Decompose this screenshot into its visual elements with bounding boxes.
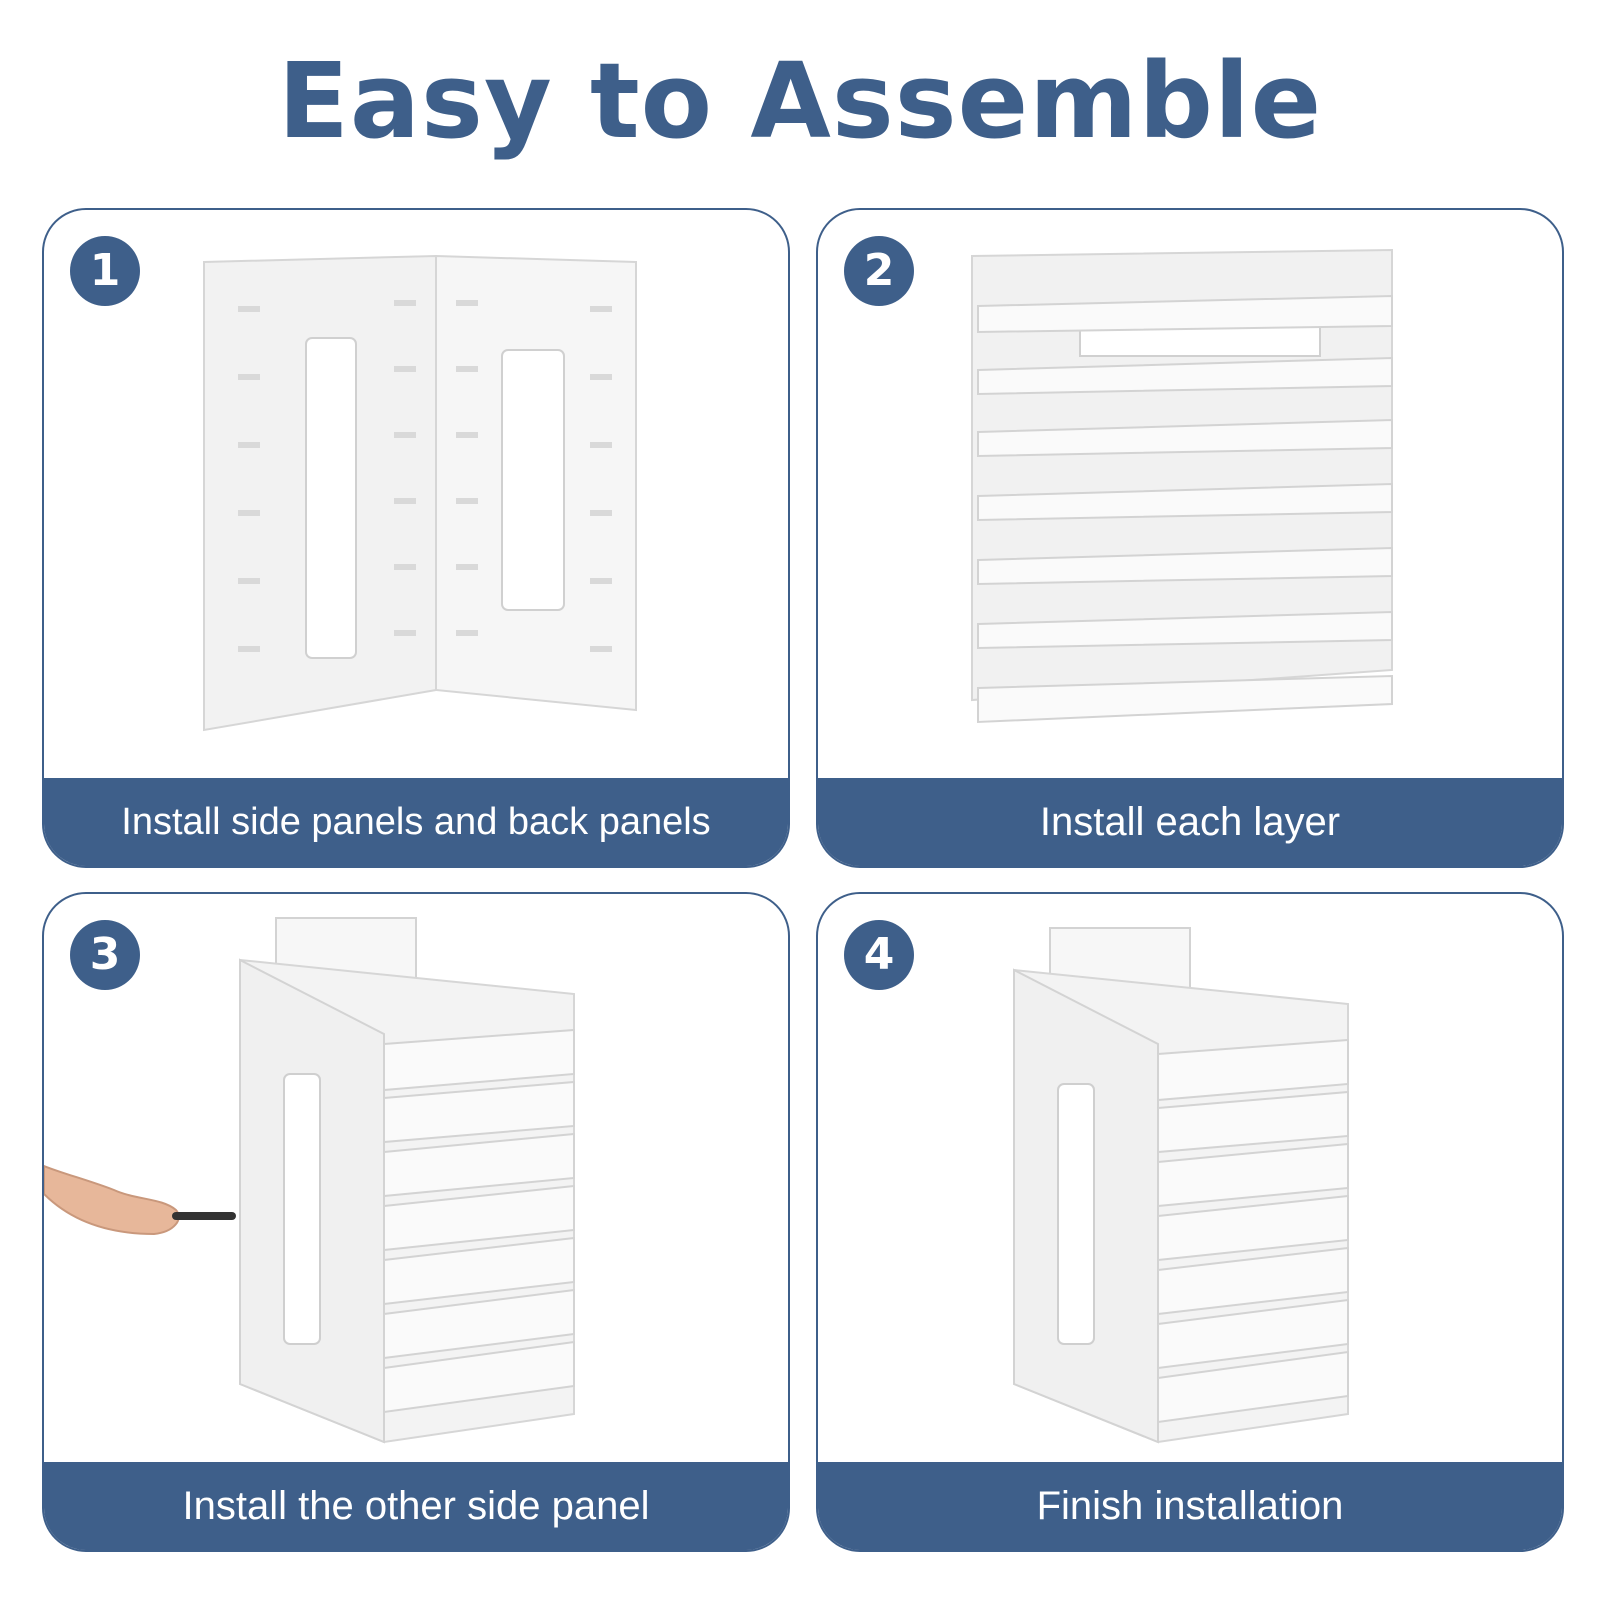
step-number-badge: 3 bbox=[70, 920, 140, 990]
finished-organizer-illustration bbox=[1013, 927, 1349, 1444]
step-caption: Install each layer bbox=[818, 778, 1562, 866]
step-number-badge: 2 bbox=[844, 236, 914, 306]
step-number-badge: 4 bbox=[844, 920, 914, 990]
flat-panels-illustration bbox=[203, 254, 637, 732]
page-title: Easy to Assemble bbox=[277, 40, 1323, 162]
step-card-4: 4 Finish installation bbox=[816, 892, 1564, 1552]
step-caption: Finish installation bbox=[818, 1462, 1562, 1550]
shelves-illustration bbox=[971, 248, 1393, 724]
step-number-badge: 1 bbox=[70, 236, 140, 306]
step-card-3: 3 Install the other side panel bbox=[42, 892, 790, 1552]
step-caption: Install side panels and back panels bbox=[44, 778, 788, 866]
step-card-2: 2 Install each layer bbox=[816, 208, 1564, 868]
step-card-1: 1 Install side panels and back panels bbox=[42, 208, 790, 868]
step-caption: Install the other side panel bbox=[44, 1462, 788, 1550]
screwdriver-assembly-illustration bbox=[44, 917, 575, 1444]
